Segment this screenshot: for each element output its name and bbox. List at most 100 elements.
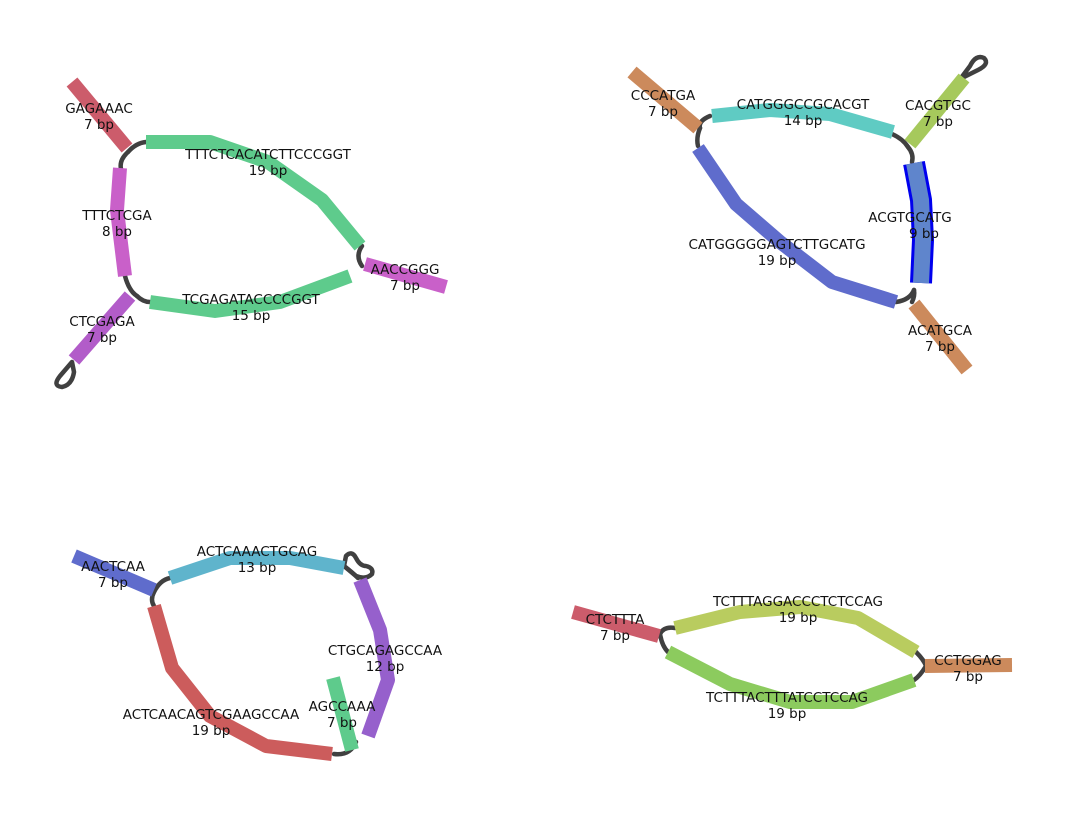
helix-segment (904, 73, 970, 149)
hairpin-loop (341, 551, 375, 580)
segment-length: 7 bp (648, 104, 678, 120)
segment-label: ACTCAACAGTCGAAGCCAA 19 bp (123, 707, 300, 739)
segment-label: TCTTTAGGACCCTCTCCAG 19 bp (712, 594, 883, 626)
segment-sequence: CATGGGCCGCACGT (737, 97, 870, 113)
helix-segment (664, 645, 917, 709)
segment-sequence: CCTGGAG (934, 653, 1001, 669)
segment-label: AGCCAAA 7 bp (309, 699, 377, 731)
segment-sequence: CCCATGA (631, 88, 696, 104)
helix-segment (627, 66, 703, 134)
segment-sequence: TTTCTCGA (81, 208, 152, 224)
helix-segment (149, 269, 353, 318)
segment-label: CATGGGGGAGTCTTGCATG 19 bp (688, 237, 865, 269)
helix-segment (66, 77, 133, 153)
segment-sequence: CTCTTTA (586, 612, 646, 628)
segment-label: CTCTTTA 7 bp (586, 612, 646, 644)
link (134, 293, 153, 305)
segment-label: CACGTGC 7 bp (905, 98, 971, 130)
segment-label: ACATGCA 7 bp (908, 323, 973, 355)
segment-length: 7 bp (953, 669, 983, 685)
hairpin-loop (54, 359, 77, 390)
helix-segment (692, 144, 899, 309)
segment-length: 12 bp (366, 659, 405, 675)
segment-label: AACCGGG 7 bp (371, 262, 440, 294)
segment-sequence: CTGCAGAGCCAA (328, 643, 443, 659)
link (149, 589, 157, 609)
segment-length: 7 bp (600, 628, 630, 644)
helix-segment (326, 676, 359, 752)
segment-sequence: AACCGGG (371, 262, 440, 278)
link (905, 144, 915, 165)
link (889, 131, 911, 150)
helix-segment (908, 299, 973, 375)
segment-label: CTGCAGAGCCAA 12 bp (328, 643, 443, 675)
segment-label: TCGAGATACCCCGGT 15 bp (181, 292, 320, 324)
segment-length: 7 bp (390, 278, 420, 294)
segment-label: CCTGGAG 7 bp (934, 653, 1001, 685)
segment-length: 7 bp (327, 715, 357, 731)
segment-length: 19 bp (758, 253, 797, 269)
hairpin-loop (955, 54, 989, 85)
segment-label: TTTCTCACATCTTCCCGGT 19 bp (184, 147, 351, 179)
link (657, 631, 671, 655)
segment-label: CATGGGCCGCACGT 14 bp (737, 97, 870, 129)
link (151, 575, 173, 595)
segment-sequence: AACTCAA (81, 559, 146, 575)
helix-segment (110, 167, 132, 277)
link (118, 149, 131, 172)
helix-segment (363, 257, 448, 294)
link (695, 125, 703, 149)
link (122, 273, 140, 299)
segment-length: 19 bp (192, 723, 231, 739)
segment-sequence: TTTCTCACATCTTCCCGGT (184, 147, 351, 163)
structure-2: CCCATGA 7 bp CATGGGCCGCACGT 14 bp CACGTG… (627, 54, 989, 375)
structure-3: AACTCAA 7 bp ACTCAAACTGCAG 13 bp CTGCAGA… (71, 544, 443, 761)
segment-sequence: CACGTGC (905, 98, 971, 114)
segment-length: 8 bp (102, 224, 132, 240)
segment-length: 7 bp (84, 117, 114, 133)
segment-length: 19 bp (768, 706, 807, 722)
segment-length: 7 bp (923, 114, 953, 130)
segment-length: 15 bp (232, 308, 271, 324)
segment-label: ACGTGCATG 9 bp (868, 210, 951, 242)
segment-length: 19 bp (249, 163, 288, 179)
segment-sequence: ACTCAAACTGCAG (197, 544, 318, 560)
helix-segment (353, 577, 395, 739)
segment-label: ACTCAAACTGCAG 13 bp (197, 544, 318, 576)
structure-1: GAGAAAC 7 bp TTTCTCACATCTTCCCGGT 19 bp T… (54, 77, 448, 390)
link (913, 649, 929, 669)
segment-sequence: TCTTTACTTTATCCTCCAG (705, 690, 868, 706)
helix-segment (71, 549, 157, 597)
segment-sequence: ACTCAACAGTCGAAGCCAA (123, 707, 300, 723)
segment-label: CTCGAGA 7 bp (69, 314, 135, 346)
link (356, 243, 365, 269)
segment-sequence: ACATGCA (908, 323, 973, 339)
segment-sequence: CATGGGGGAGTCTTGCATG (688, 237, 865, 253)
segment-length: 9 bp (909, 226, 939, 242)
helix-segment (673, 600, 920, 659)
segment-length: 7 bp (87, 330, 117, 346)
helix-segment (711, 103, 895, 139)
link (911, 663, 929, 683)
helix-segment (167, 551, 346, 585)
segment-length: 7 bp (98, 575, 128, 591)
structure-4: CTCTTTA 7 bp TCTTTAGGACCCTCTCCAG 19 bp C… (571, 594, 1013, 722)
helix-segment (146, 135, 366, 251)
segment-sequence: ACGTGCATG (868, 210, 951, 226)
segment-label: TCTTTACTTTATCCTCCAG 19 bp (705, 690, 868, 722)
link (125, 139, 149, 155)
link (657, 625, 678, 637)
segment-sequence: CTCGAGA (69, 314, 135, 330)
link (909, 287, 917, 305)
helix-segment (924, 658, 1013, 673)
helix-segment (147, 604, 333, 761)
segment-label: CCCATGA 7 bp (631, 88, 696, 120)
segment-length: 7 bp (925, 339, 955, 355)
segment-label: GAGAAAC 7 bp (65, 101, 133, 133)
segment-length: 13 bp (238, 560, 277, 576)
segment-length: 19 bp (779, 610, 818, 626)
helix-segment (906, 161, 931, 284)
helix-segment (571, 605, 661, 643)
segment-sequence: TCTTTAGGACCCTCTCCAG (712, 594, 883, 610)
